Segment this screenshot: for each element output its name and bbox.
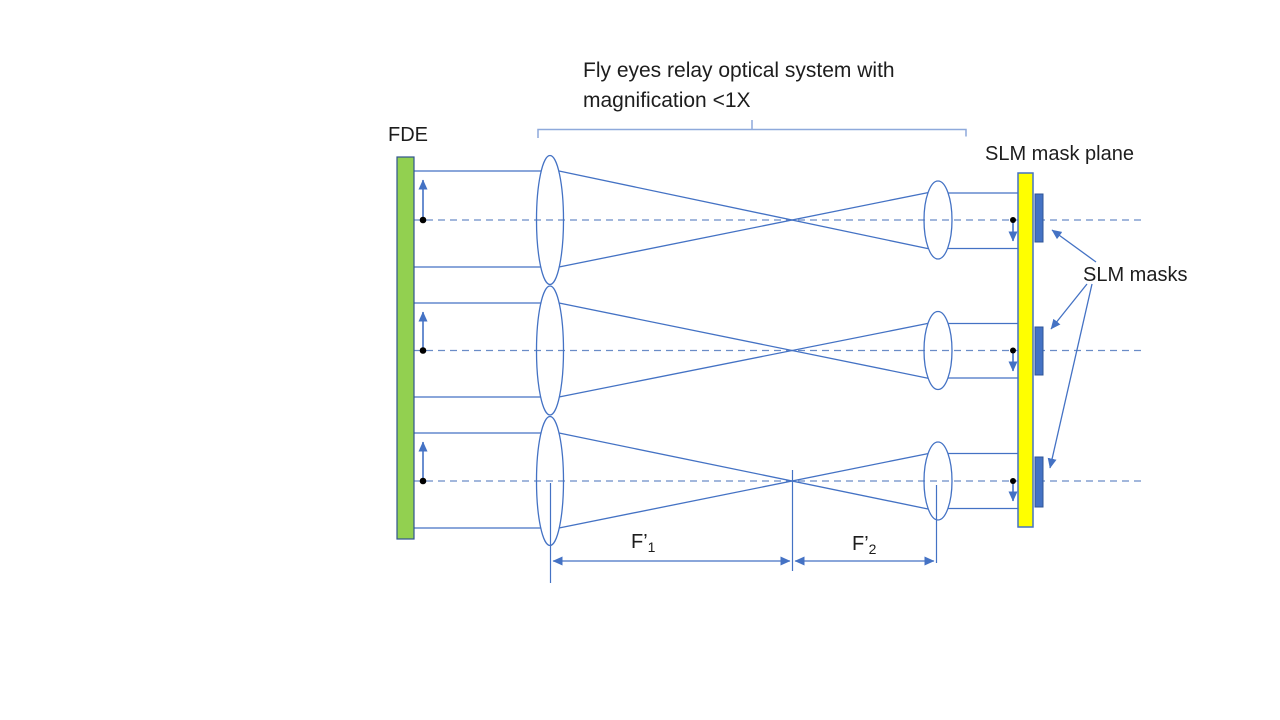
axis-dot [419, 216, 427, 224]
relay-lens-2 [923, 310, 953, 391]
ray-line [558, 322, 929, 398]
diagram-title-line1: Fly eyes relay optical system with [583, 59, 895, 82]
fde-label: FDE [388, 124, 428, 146]
channel-1-rays [414, 170, 1018, 268]
f1-label-base: F’ [631, 531, 648, 553]
axis-dot [1010, 217, 1016, 223]
pointer-arrow-mask-2 [1050, 283, 1088, 330]
f1-label: F’1 [631, 531, 656, 555]
bracket-line [537, 128, 967, 138]
diagram-title-line2: magnification <1X [583, 89, 751, 112]
slm-masks-pointer-arrows [1047, 229, 1097, 469]
optical-axes [414, 219, 1143, 482]
f1-label-subscript: 1 [648, 539, 656, 555]
slm-mask-3 [1034, 456, 1044, 508]
slm-mask-plane-label: SLM mask plane [985, 143, 1134, 165]
channel-2-rays [414, 302, 1018, 398]
ray-line [558, 170, 929, 250]
fly-eye-lens-1 [535, 154, 565, 286]
slm-masks-label: SLM masks [1083, 264, 1187, 286]
slm-mask-2 [1034, 326, 1044, 376]
relay-lens-array [923, 180, 953, 521]
f2-label: F’2 [852, 533, 877, 557]
ray-line [558, 432, 929, 510]
fde-bar [396, 156, 415, 540]
relay-lens-1 [923, 180, 953, 260]
slm-mask-1 [1034, 193, 1044, 243]
axis-dot [419, 347, 427, 354]
relay-system-bracket [537, 120, 967, 138]
relay-lens-3 [923, 441, 953, 521]
axis-dot [419, 477, 427, 485]
focal-length-dimensions [549, 470, 938, 583]
f2-label-base: F’ [852, 533, 869, 555]
f2-label-subscript: 2 [869, 541, 877, 557]
ray-line [558, 302, 929, 379]
object-arrows [418, 179, 428, 485]
ray-line [558, 191, 929, 268]
axis-dot [1010, 347, 1016, 354]
image-arrows [1008, 217, 1018, 502]
slm-mask-array [1034, 193, 1044, 508]
pointer-arrow-mask-3 [1047, 283, 1093, 469]
fly-eye-lens-2 [535, 285, 565, 416]
ray-line [558, 452, 929, 529]
pointer-arrow-mask-1 [1051, 229, 1097, 263]
slm-mask-plane-bar [1017, 172, 1034, 528]
axis-dot [1010, 478, 1016, 484]
channel-3-rays [414, 432, 1018, 529]
